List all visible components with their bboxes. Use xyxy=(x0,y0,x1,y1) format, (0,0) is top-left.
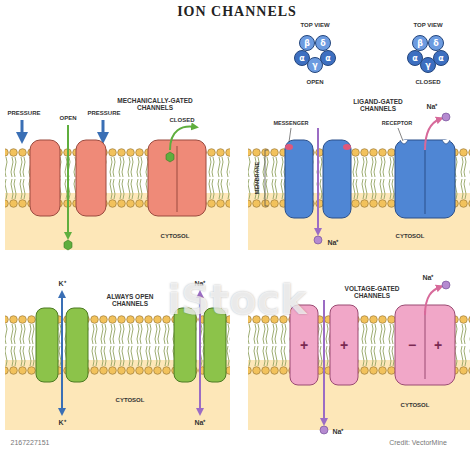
subunit-circle: α xyxy=(320,50,336,66)
channel-seam xyxy=(425,311,426,379)
channel-protein xyxy=(148,140,206,216)
channel-protein xyxy=(76,140,106,216)
subunit-letter: δ xyxy=(320,39,326,48)
subunit-letter: α xyxy=(299,54,305,63)
leader-line xyxy=(398,128,403,141)
region-label: CYTOSOL xyxy=(390,402,440,409)
state-label: CLOSED xyxy=(411,79,446,86)
flow-arrow xyxy=(323,300,325,422)
charge-sign: − xyxy=(405,337,419,353)
ion-label: Na⁺ xyxy=(422,103,442,111)
channel-protein xyxy=(330,305,358,385)
ion-label: Na⁺ xyxy=(418,274,438,282)
subunit-circle: δ xyxy=(315,35,331,51)
blocked-arrow xyxy=(425,287,440,315)
state-label: OPEN xyxy=(53,115,83,122)
flow-arrow xyxy=(67,125,69,236)
subunit-letter: β xyxy=(304,39,310,48)
region-label: CYTOSOL xyxy=(105,397,155,404)
pressure-arrow xyxy=(21,120,24,138)
channel-protein xyxy=(36,308,58,382)
ion-label: K⁺ xyxy=(52,280,72,288)
ion-icon xyxy=(442,113,450,121)
channel-protein xyxy=(395,305,455,385)
view-label: TOP VIEW xyxy=(293,22,338,29)
id-number: 2167227151 xyxy=(0,439,60,447)
part-label: MEMBRANE xyxy=(254,148,260,208)
pressure-arrow xyxy=(102,120,105,138)
molecule-icon xyxy=(64,240,72,250)
subunit-letter: γ xyxy=(312,61,317,70)
charge-sign: + xyxy=(431,337,445,353)
region-label: CYTOSOL xyxy=(385,233,435,240)
flow-arrow xyxy=(317,128,319,232)
molecule-icon xyxy=(166,152,174,162)
section-heading: MECHANICALLY-GATED CHANNELS xyxy=(115,97,195,112)
ion-icon xyxy=(442,281,450,289)
channel-seam xyxy=(177,146,178,212)
subunit-letter: β xyxy=(417,39,423,48)
view-label: TOP VIEW xyxy=(406,22,451,29)
region-label: CYTOSOL xyxy=(150,233,200,240)
ion-label: Na⁺ xyxy=(190,419,210,427)
messenger-molecule xyxy=(343,144,351,150)
subunit-letter: α xyxy=(412,54,418,63)
messenger-molecule xyxy=(285,144,293,150)
part-label: PRESSURE xyxy=(84,110,124,117)
ion-label: Na⁺ xyxy=(323,239,343,247)
channel-protein xyxy=(66,308,88,382)
subunit-circle: β xyxy=(299,35,315,51)
part-label: PRESSURE xyxy=(4,110,44,117)
diagram-title: ION CHANNELS xyxy=(0,4,474,20)
ion-label: Na⁺ xyxy=(328,428,348,436)
blocked-arrow xyxy=(425,119,440,150)
section-heading: VOLTAGE-GATED CHANNELS xyxy=(337,285,407,300)
subunit-letter: α xyxy=(438,54,444,63)
ion-icon xyxy=(320,426,328,434)
flow-arrow xyxy=(61,294,63,412)
part-label: MESSENGER xyxy=(266,120,316,126)
channel-protein xyxy=(323,140,351,218)
state-label: CLOSED xyxy=(162,117,202,124)
watermark: iStock xyxy=(137,277,337,323)
credit-text: Credit: VectorMine xyxy=(368,439,468,447)
leader-line xyxy=(289,128,291,142)
subunit-letter: δ xyxy=(433,39,439,48)
charge-sign: + xyxy=(337,337,351,353)
subunit-circle: β xyxy=(412,35,428,51)
ion-icon xyxy=(314,236,322,244)
charge-sign: + xyxy=(297,337,311,353)
part-label: RECEPTOR xyxy=(375,120,420,126)
subunit-letter: α xyxy=(325,54,331,63)
subunit-circle: δ xyxy=(428,35,444,51)
channel-protein xyxy=(395,140,455,218)
state-label: OPEN xyxy=(300,79,330,86)
blocked-arrow xyxy=(170,127,195,150)
channel-protein xyxy=(30,140,60,216)
section-heading: ALWAYS OPEN CHANNELS xyxy=(100,293,160,308)
channel-seam xyxy=(425,146,426,214)
subunit-circle: α xyxy=(433,50,449,66)
channel-protein xyxy=(285,140,313,218)
section-heading: LIGAND-GATED CHANNELS xyxy=(343,98,413,113)
ion-label: K⁺ xyxy=(52,419,72,427)
membrane-bracket xyxy=(265,150,268,206)
subunit-letter: γ xyxy=(425,61,430,70)
